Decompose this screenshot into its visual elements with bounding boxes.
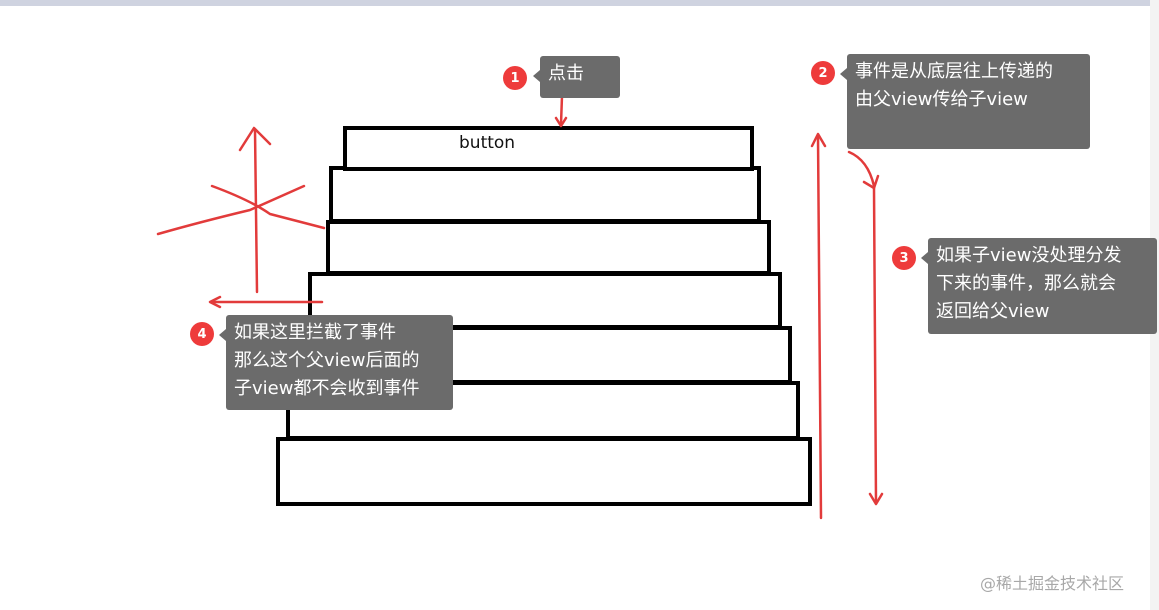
step-4-note: 如果这里拦截了事件 那么这个父view后面的 子view都不会收到事件 [219,315,453,410]
event-up-arrow [816,134,823,520]
step-1-line-1: 点击 [548,63,584,84]
button-view[interactable] [343,126,754,171]
event-down-arrow [872,186,878,504]
step-3-note: 如果子view没处理分发 下来的事件，那么就会 返回给父view [921,238,1157,334]
step-2-note: 事件是从底层往上传递的 由父view传给子view [840,54,1090,149]
step-3-badge: 3 [892,246,916,270]
view-layer-7 [276,437,812,506]
window-top-strip [0,0,1159,6]
step-4-line-2: 那么这个父view后面的 [234,350,420,371]
intercept-vertical [253,128,259,294]
watermark: @稀土掘金技术社区 [980,574,1125,593]
step-4-line-3: 子view都不会收到事件 [234,378,420,399]
event-up-arrow-head [810,132,827,148]
step-3-line-1: 如果子view没处理分发 [936,245,1122,266]
step-4-badge: 4 [190,322,214,346]
step-2-badge: 2 [811,61,835,85]
intercept-left-arrow-head [208,295,222,309]
event-down-arrow-head [868,492,884,506]
intercept-vertical-head [238,126,272,152]
step-3-line-3: 返回给父view [936,301,1050,322]
button-label: button [459,133,516,153]
click-arrow [559,94,564,126]
step-1-badge: 1 [503,66,527,90]
turn-arrow [847,150,876,188]
step-2-line-2: 由父view传给子view [855,89,1028,110]
intercept-cross-2 [210,184,326,230]
step-3-line-2: 下来的事件，那么就会 [936,273,1116,294]
step-2-line-1: 事件是从底层往上传递的 [855,61,1053,82]
step-4-line-1: 如果这里拦截了事件 [234,322,396,343]
intercept-cross-1 [156,184,306,236]
step-1-note: 点击 [533,56,620,98]
click-arrow-head [554,116,568,128]
